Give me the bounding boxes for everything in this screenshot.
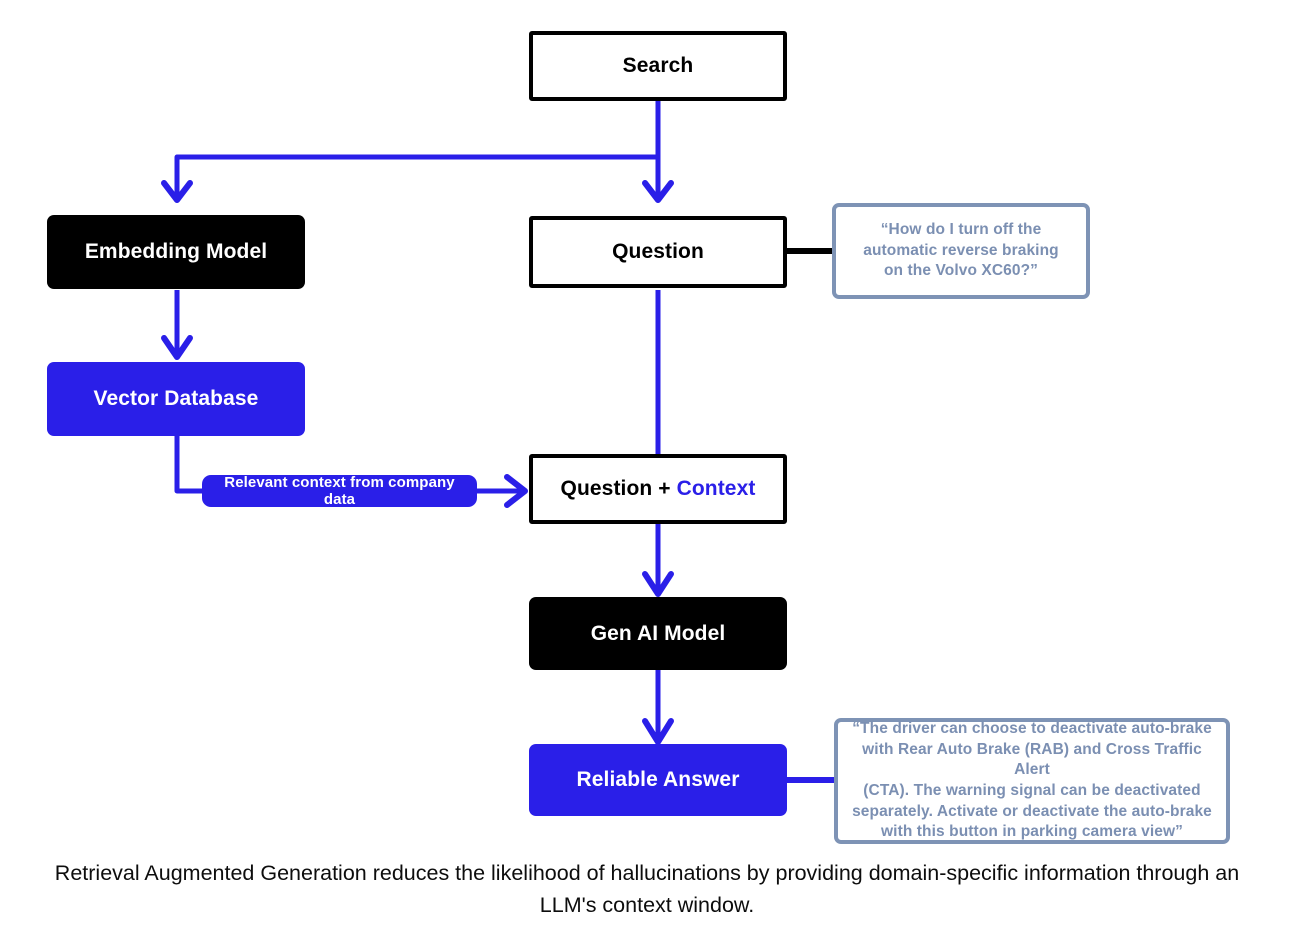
node-gen-ai-model[interactable]: Gen AI Model (529, 597, 787, 670)
edge-context-to-qpc (473, 474, 528, 508)
callout-question-line-2: automatic reverse braking (863, 241, 1059, 259)
callout-question-example: “How do I turn off the automatic reverse… (832, 203, 1090, 299)
node-question-plus-context[interactable]: Question + Context (529, 454, 787, 524)
node-reliable-answer[interactable]: Reliable Answer (529, 744, 787, 816)
callout-answer-line-2: with Rear Auto Brake (RAB) and Cross Tra… (862, 740, 1202, 779)
node-embedding-model-label: Embedding Model (84, 240, 268, 263)
qpc-accent-text: Context (676, 477, 756, 500)
node-context-pill[interactable]: Relevant context from company data (202, 474, 477, 508)
node-question-plus-context-label: Question + Context (561, 477, 756, 501)
callout-question-line-3: on the Volvo XC60?” (883, 262, 1039, 280)
edge-genai-to-answer (642, 670, 674, 745)
node-reliable-answer-label: Reliable Answer (576, 768, 740, 791)
node-question[interactable]: Question (529, 216, 787, 288)
callout-answer-line-3: (CTA). The warning signal can be deactiv… (863, 782, 1201, 799)
callout-answer-line-1: “The driver can choose to deactivate aut… (852, 720, 1212, 738)
edge-search-split (161, 101, 674, 203)
diagram-caption: Retrieval Augmented Generation reduces t… (54, 861, 1240, 917)
node-question-label: Question (612, 240, 704, 263)
callout-answer-line-4: separately. Activate or deactivate the a… (852, 802, 1212, 820)
node-search-label: Search (622, 54, 694, 77)
edge-vectordb-to-context (174, 433, 208, 494)
edge-embedding-to-vectordb (161, 290, 193, 360)
node-context-pill-label: Relevant context from company data (224, 474, 455, 508)
callout-question-line-1: “How do I turn off the (880, 221, 1042, 239)
qpc-plain-text: Question + (560, 477, 677, 500)
callout-answer-example: “The driver can choose to deactivate aut… (834, 718, 1230, 844)
node-vector-database-label: Vector Database (93, 387, 259, 410)
node-vector-database[interactable]: Vector Database (47, 362, 305, 436)
edge-qpc-to-genai (642, 524, 674, 597)
node-search[interactable]: Search (529, 31, 787, 101)
node-embedding-model[interactable]: Embedding Model (47, 215, 305, 289)
node-gen-ai-model-label: Gen AI Model (590, 621, 726, 645)
callout-answer-line-5: with this button in parking camera view” (881, 823, 1183, 841)
